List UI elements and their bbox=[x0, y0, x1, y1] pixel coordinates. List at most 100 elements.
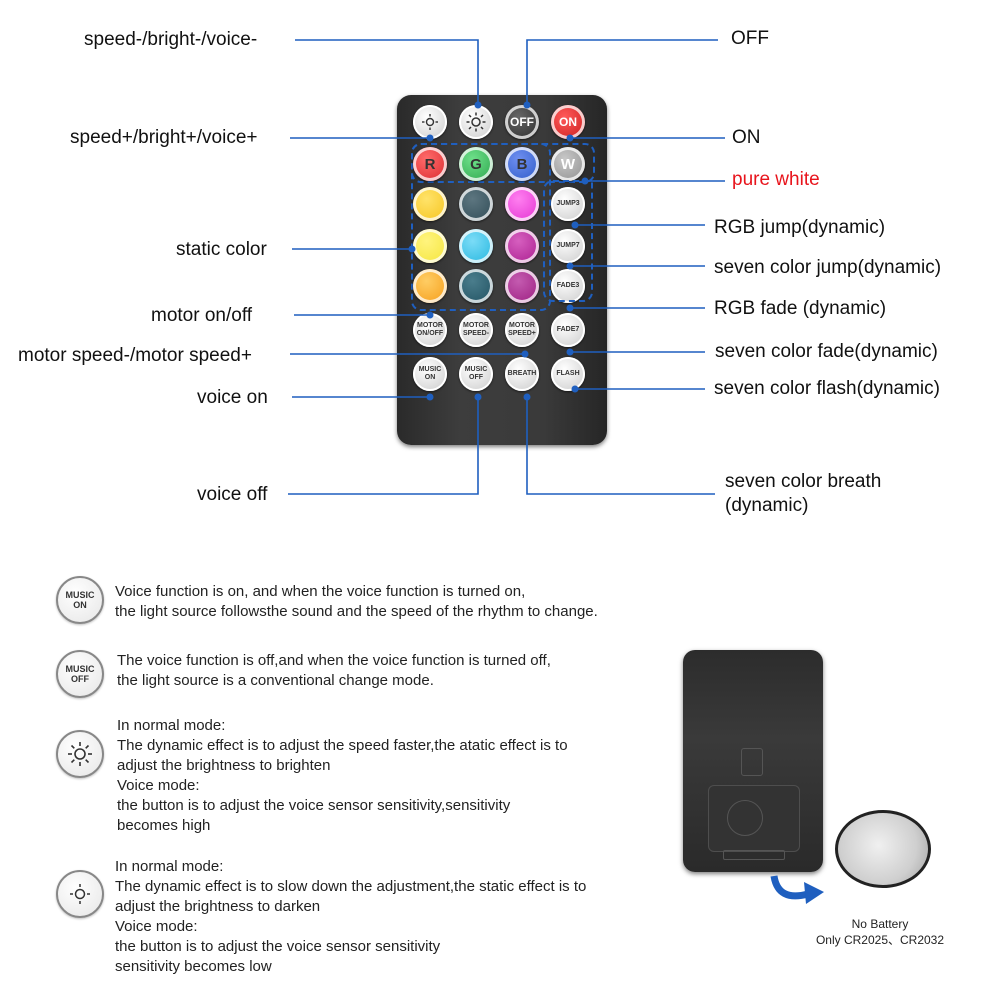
color-button-dark-teal[interactable] bbox=[459, 187, 493, 221]
motor-onoff-label-1: MOTOR bbox=[417, 322, 443, 329]
description-line: adjust the brightness to brighten bbox=[117, 757, 331, 774]
label-rgb-jump: RGB jump(dynamic) bbox=[714, 217, 886, 238]
description-brightness-down: In normal mode: The dynamic effect is to… bbox=[115, 857, 586, 977]
motor-plus-label-2: SPEED+ bbox=[508, 330, 536, 337]
green-button[interactable]: G bbox=[459, 147, 493, 181]
color-button-violet[interactable] bbox=[505, 269, 539, 303]
description-line: the light source is a conventional chang… bbox=[117, 672, 434, 689]
music-on-button[interactable]: MUSIC ON bbox=[413, 357, 447, 391]
color-button-cyan[interactable] bbox=[459, 229, 493, 263]
label-seven-jump: seven color jump(dynamic) bbox=[714, 257, 942, 278]
color-button-deep-teal[interactable] bbox=[459, 269, 493, 303]
static-color-group-outline bbox=[411, 143, 551, 311]
motor-onoff-button[interactable]: MOTOR ON/OFF bbox=[413, 313, 447, 347]
label-static-color: static color bbox=[176, 239, 267, 260]
breath-label: BREATH bbox=[507, 370, 537, 377]
battery-note: No Battery Only CR2025、CR2032 bbox=[795, 916, 965, 948]
label-pure-white: pure white bbox=[732, 169, 820, 190]
fade7-label: FADE7 bbox=[556, 326, 580, 333]
battery-slot-icon bbox=[727, 800, 763, 836]
description-line: adjust the brightness to darken bbox=[115, 898, 321, 915]
fade3-button[interactable]: FADE3 bbox=[551, 269, 585, 303]
music-on-label-1: MUSIC bbox=[418, 366, 442, 373]
flash-button[interactable]: FLASH bbox=[551, 357, 585, 391]
description-line: sensitivity becomes low bbox=[115, 958, 272, 975]
description-line: Voice mode: bbox=[117, 777, 200, 794]
red-button[interactable]: R bbox=[413, 147, 447, 181]
music-off-label-1: MUSIC bbox=[464, 366, 488, 373]
music-off-icon-line-2: OFF bbox=[71, 674, 89, 684]
battery-symbol-icon bbox=[741, 748, 763, 776]
color-button-yellow[interactable] bbox=[413, 187, 447, 221]
remote-back-photo bbox=[683, 650, 823, 872]
jump7-label: JUMP7 bbox=[556, 242, 580, 249]
remote-control-front: OFF ON R G B W JUMP3 JUMP7 FADE3 M bbox=[397, 95, 607, 445]
brightness-up-icon bbox=[56, 730, 104, 778]
label-speed-minus: speed-/bright-/voice- bbox=[84, 29, 258, 50]
description-line: the button is to adjust the voice sensor… bbox=[117, 797, 511, 814]
description-line: In normal mode: bbox=[117, 717, 226, 734]
jump7-button[interactable]: JUMP7 bbox=[551, 229, 585, 263]
motor-speed-minus-button[interactable]: MOTOR SPEED- bbox=[459, 313, 493, 347]
white-button[interactable]: W bbox=[551, 147, 585, 181]
music-off-label-2: OFF bbox=[469, 374, 483, 381]
description-line: the light source followsthe sound and th… bbox=[115, 603, 598, 620]
battery-note-line-1: No Battery bbox=[851, 917, 909, 931]
battery-note-line-2: Only CR2025、CR2032 bbox=[815, 933, 945, 947]
label-seven-fade: seven color fade(dynamic) bbox=[715, 341, 938, 362]
label-off: OFF bbox=[731, 28, 769, 49]
blue-button[interactable]: B bbox=[505, 147, 539, 181]
label-on: ON bbox=[732, 127, 761, 148]
breath-button[interactable]: BREATH bbox=[505, 357, 539, 391]
jump3-label: JUMP3 bbox=[556, 200, 580, 207]
flash-label: FLASH bbox=[556, 370, 580, 377]
color-button-orange[interactable] bbox=[413, 269, 447, 303]
description-line: Voice function is on, and when the voice… bbox=[115, 583, 526, 600]
label-rgb-fade: RGB fade (dynamic) bbox=[714, 298, 887, 319]
label-voice-on: voice on bbox=[197, 387, 268, 408]
arrow-icon bbox=[770, 875, 824, 904]
description-line: The dynamic effect is to adjust the spee… bbox=[117, 737, 568, 754]
on-button[interactable]: ON bbox=[551, 105, 585, 139]
coin-battery-image bbox=[835, 810, 931, 888]
description-line: The dynamic effect is to slow down the a… bbox=[115, 878, 587, 895]
music-on-icon-line-1: MUSIC bbox=[65, 590, 95, 600]
music-off-icon-line-1: MUSIC bbox=[65, 664, 95, 674]
sun-small-icon bbox=[422, 114, 438, 130]
description-line: the button is to adjust the voice sensor… bbox=[115, 938, 441, 955]
music-on-icon-line-2: ON bbox=[73, 600, 87, 610]
label-speed-plus: speed+/bright+/voice+ bbox=[70, 127, 258, 148]
brightness-up-button[interactable] bbox=[459, 105, 493, 139]
fade7-button[interactable]: FADE7 bbox=[551, 313, 585, 347]
description-line: becomes high bbox=[117, 817, 211, 834]
music-off-button[interactable]: MUSIC OFF bbox=[459, 357, 493, 391]
description-line: Voice mode: bbox=[115, 918, 198, 935]
motor-speed-plus-button[interactable]: MOTOR SPEED+ bbox=[505, 313, 539, 347]
label-voice-off: voice off bbox=[197, 484, 268, 505]
description-line: The voice function is off,and when the v… bbox=[117, 652, 551, 669]
motor-plus-label-1: MOTOR bbox=[509, 322, 535, 329]
motor-minus-label-2: SPEED- bbox=[462, 330, 490, 337]
motor-minus-label-1: MOTOR bbox=[463, 322, 489, 329]
color-button-purple[interactable] bbox=[505, 229, 539, 263]
off-button[interactable]: OFF bbox=[505, 105, 539, 139]
fade3-label: FADE3 bbox=[556, 282, 580, 289]
music-on-icon: MUSIC ON bbox=[56, 576, 104, 624]
brightness-down-button[interactable] bbox=[413, 105, 447, 139]
motor-onoff-label-2: ON/OFF bbox=[416, 330, 444, 337]
label-seven-flash: seven color flash(dynamic) bbox=[714, 378, 940, 399]
color-button-light-yellow[interactable] bbox=[413, 229, 447, 263]
release-tab bbox=[723, 850, 785, 860]
brightness-down-icon bbox=[56, 870, 104, 918]
description-music-on: Voice function is on, and when the voice… bbox=[115, 582, 598, 622]
sun-large-icon bbox=[466, 112, 486, 132]
battery-compartment bbox=[708, 785, 800, 852]
description-brightness-up: In normal mode: The dynamic effect is to… bbox=[117, 716, 568, 836]
description-line: In normal mode: bbox=[115, 858, 224, 875]
jump3-button[interactable]: JUMP3 bbox=[551, 187, 585, 221]
description-music-off: The voice function is off,and when the v… bbox=[117, 651, 551, 691]
dynamic-group-outline bbox=[543, 180, 593, 302]
color-button-magenta[interactable] bbox=[505, 187, 539, 221]
label-motor-onoff: motor on/off bbox=[151, 305, 253, 326]
